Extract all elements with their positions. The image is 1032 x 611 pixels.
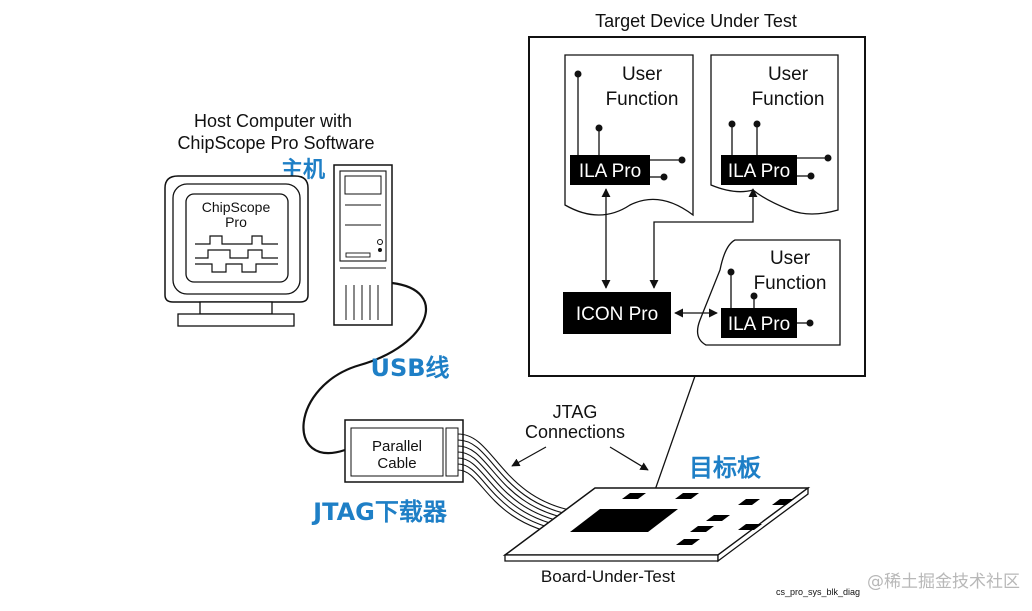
user-function-3-line2: Function	[754, 273, 827, 294]
target-device-title: Target Device Under Test	[595, 11, 797, 31]
jtag-arrow-left	[511, 446, 547, 467]
target-board-cn-label: 目标板	[689, 454, 762, 482]
ila-pro-block-2	[721, 155, 797, 185]
user-function-2-line1: User	[768, 64, 809, 85]
host-computer-title-line1: Host Computer with	[194, 111, 352, 131]
jtag-connections-line2: Connections	[525, 422, 625, 442]
ila2-icon-link	[649, 188, 758, 289]
usb-cn-label: USB线	[370, 354, 449, 382]
monitor-icon: ChipScope Pro	[164, 175, 309, 327]
usb-cable-line	[302, 281, 427, 454]
board-under-test-label: Board-Under-Test	[541, 567, 675, 586]
parallel-cable-icon	[344, 419, 464, 483]
icon-pro-block	[563, 292, 671, 334]
target-chip	[570, 509, 678, 532]
monitor-text-line2: Pro	[225, 214, 247, 230]
jtag-arrow-right	[609, 446, 649, 471]
ila-pro-2-label: ILA Pro	[728, 161, 790, 182]
monitor-text-line1: ChipScope	[202, 199, 271, 215]
host-computer-title-line2: ChipScope Pro Software	[177, 133, 374, 153]
parallel-cable-line1: Parallel	[372, 438, 422, 455]
parallel-cable-line2: Cable	[377, 455, 416, 472]
watermark: @稀土掘金技术社区	[867, 572, 1020, 592]
computer-tower-icon	[333, 164, 393, 326]
icon-pro-label: ICON Pro	[576, 304, 658, 325]
ila-pro-block-1	[570, 155, 650, 185]
user-function-3-line1: User	[770, 248, 811, 269]
ila-pro-1-label: ILA Pro	[579, 161, 641, 182]
user-function-1-line1: User	[622, 64, 663, 85]
jtag-connections-line1: JTAG	[553, 402, 598, 422]
jtag-downloader-cn-label: JTAG下载器	[311, 498, 448, 526]
user-function-1-line2: Function	[606, 89, 679, 110]
diagram-code-label: cs_pro_sys_blk_diag	[776, 587, 860, 597]
ila-pro-block-3	[721, 308, 797, 338]
board-under-test-icon	[502, 486, 811, 563]
user-function-2-line2: Function	[752, 89, 825, 110]
ila-pro-3-label: ILA Pro	[728, 314, 790, 335]
